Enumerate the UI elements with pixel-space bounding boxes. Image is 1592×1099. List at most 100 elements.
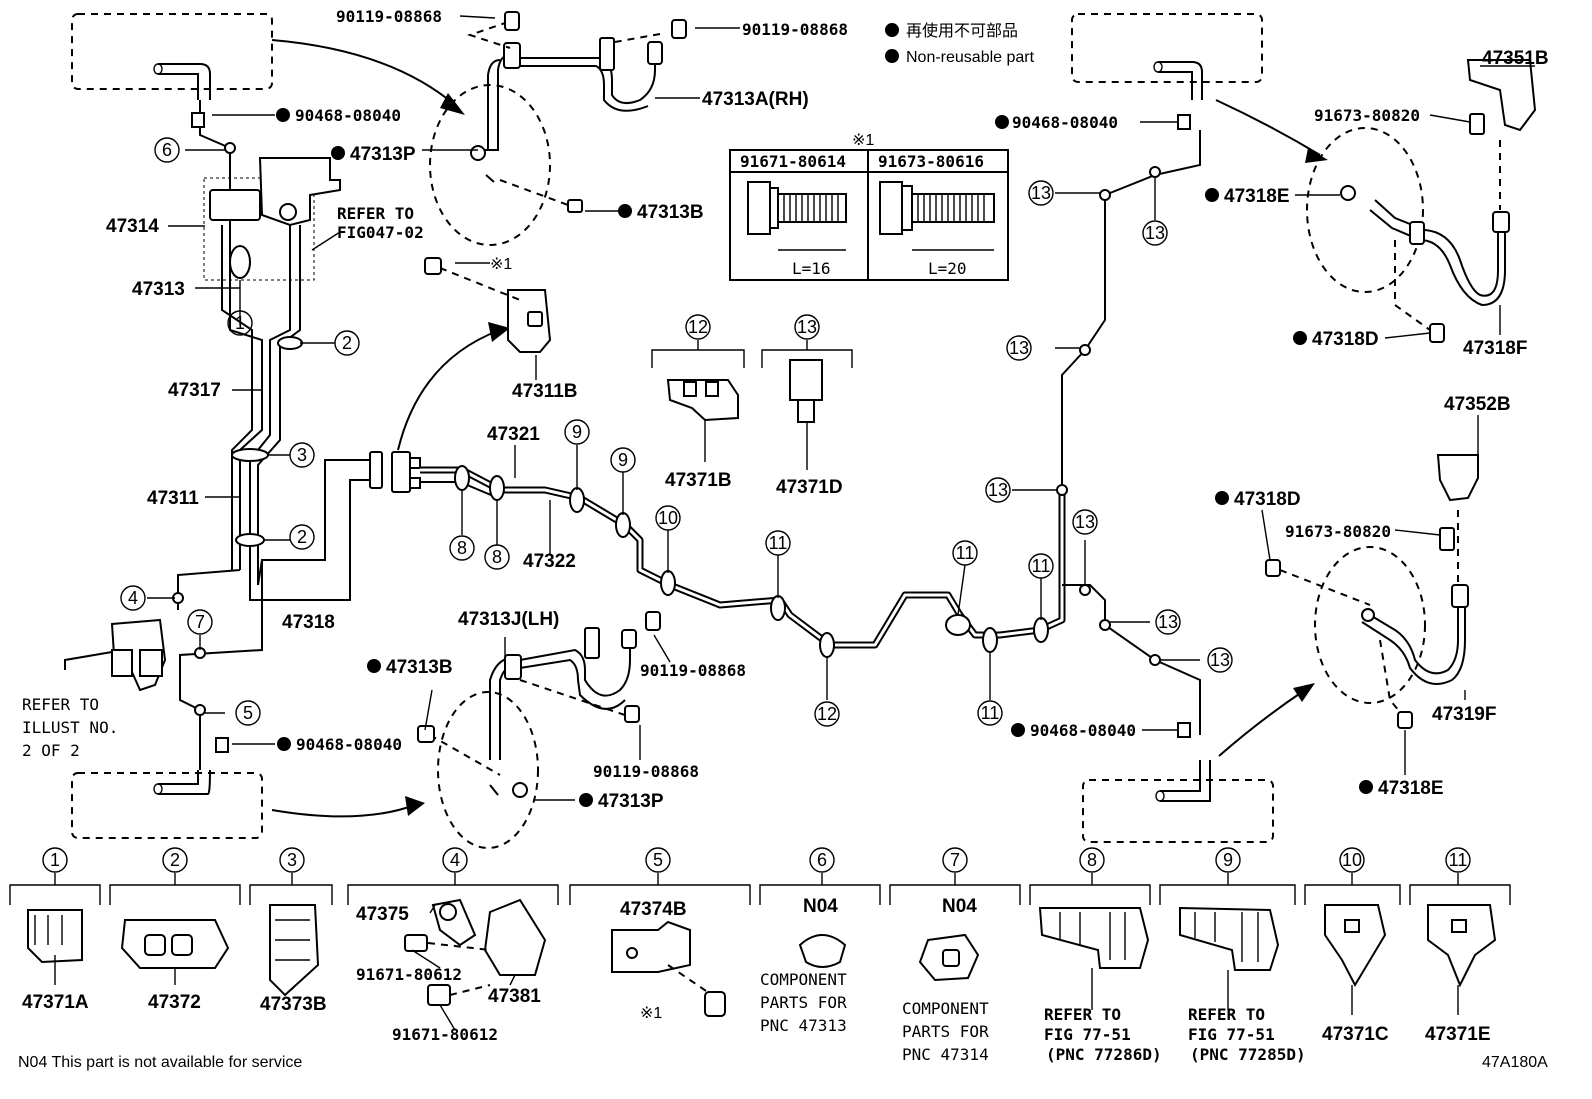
svg-text:47318D: 47318D bbox=[1234, 489, 1301, 510]
svg-text:11: 11 bbox=[956, 543, 975, 563]
rear-brake-pipe bbox=[420, 130, 1201, 735]
svg-text:5: 5 bbox=[653, 850, 663, 870]
bullet-47313p-bot: 47313P bbox=[579, 791, 664, 812]
svg-text:1: 1 bbox=[50, 850, 60, 870]
svg-text:47318E: 47318E bbox=[1378, 778, 1444, 799]
bullet-90468-tl: 90468-08040 bbox=[276, 106, 401, 125]
bullet-47318d-top: 47318D bbox=[1293, 329, 1379, 350]
callout-5: 5 bbox=[235, 700, 261, 726]
svg-text:47313B: 47313B bbox=[386, 657, 453, 678]
bottom-callout-8: 8 bbox=[1079, 847, 1105, 873]
svg-text:13: 13 bbox=[1158, 612, 1178, 632]
svg-text:8: 8 bbox=[457, 538, 467, 558]
bullet-47318e-top: 47318E bbox=[1205, 186, 1290, 207]
callout-9a: 9 bbox=[564, 419, 590, 445]
clamp-47371b bbox=[651, 340, 745, 462]
svg-text:N04: N04 bbox=[803, 896, 838, 917]
svg-text:13: 13 bbox=[1009, 338, 1029, 358]
callout-13f: 13 bbox=[1072, 509, 1098, 535]
svg-text:2 OF 2: 2 OF 2 bbox=[22, 741, 80, 760]
svg-text:47313: 47313 bbox=[132, 279, 185, 300]
callout-13b: 13 bbox=[1028, 180, 1054, 206]
callout-13d: 13 bbox=[1006, 335, 1032, 361]
svg-text:2: 2 bbox=[170, 850, 180, 870]
svg-text:90468-08040: 90468-08040 bbox=[295, 106, 401, 125]
svg-text:47373B: 47373B bbox=[260, 994, 327, 1015]
callout-11c: 11 bbox=[977, 700, 1003, 726]
svg-text:COMPONENT: COMPONENT bbox=[902, 999, 989, 1018]
svg-text:9: 9 bbox=[572, 422, 582, 442]
bottom-component-row bbox=[9, 873, 1511, 1017]
hose-assembly-lh-rear bbox=[1265, 454, 1479, 729]
callout-2b: 2 bbox=[289, 524, 315, 550]
svg-text:47313P: 47313P bbox=[598, 791, 664, 812]
svg-text:2: 2 bbox=[342, 333, 352, 353]
callout-11d: 11 bbox=[1028, 553, 1054, 579]
legend: 再使用不可部品 Non-reusable part bbox=[885, 22, 1035, 66]
svg-text:47318D: 47318D bbox=[1312, 329, 1379, 350]
svg-text:FIG047-02: FIG047-02 bbox=[337, 223, 424, 242]
svg-text:11: 11 bbox=[1449, 850, 1468, 870]
svg-text:47371A: 47371A bbox=[22, 992, 89, 1013]
svg-text:47318E: 47318E bbox=[1224, 186, 1290, 207]
svg-text:90468-08040: 90468-08040 bbox=[1030, 721, 1136, 740]
hose-assembly-rh-rear bbox=[1306, 59, 1537, 343]
svg-text:13: 13 bbox=[1031, 183, 1051, 203]
svg-text:47318F: 47318F bbox=[1463, 338, 1527, 359]
part-labels: 90119-08868 90119-08868 47313A(RH) 47313… bbox=[22, 7, 1549, 812]
svg-text:3: 3 bbox=[297, 445, 307, 465]
svg-text:47313P: 47313P bbox=[350, 144, 416, 165]
svg-text:47371E: 47371E bbox=[1425, 1024, 1491, 1045]
svg-text:47311: 47311 bbox=[147, 488, 199, 509]
front-brake-lines bbox=[64, 100, 1191, 770]
svg-text:再使用不可部品: 再使用不可部品 bbox=[906, 22, 1018, 40]
callout-3: 3 bbox=[289, 442, 315, 468]
svg-text:47372: 47372 bbox=[148, 992, 201, 1013]
svg-text:47321: 47321 bbox=[487, 424, 540, 445]
clamp-47371d bbox=[761, 340, 853, 470]
svg-text:FIG 77-51: FIG 77-51 bbox=[1188, 1025, 1275, 1044]
svg-text:5: 5 bbox=[243, 703, 253, 723]
bottom-callout-2: 2 bbox=[162, 847, 188, 873]
svg-text:Non-reusable part: Non-reusable part bbox=[906, 49, 1035, 66]
bottom-callout-1: 1 bbox=[42, 847, 68, 873]
svg-text:10: 10 bbox=[658, 508, 678, 528]
svg-text:91673-80616: 91673-80616 bbox=[878, 152, 984, 171]
svg-text:47322: 47322 bbox=[523, 551, 576, 572]
svg-text:91673-80820: 91673-80820 bbox=[1314, 106, 1420, 125]
svg-text:47371C: 47371C bbox=[1322, 1024, 1389, 1045]
svg-text:4: 4 bbox=[128, 588, 138, 608]
svg-text:8: 8 bbox=[492, 547, 502, 567]
svg-text:47313A(RH): 47313A(RH) bbox=[702, 89, 809, 110]
svg-text:47319F: 47319F bbox=[1432, 704, 1496, 725]
svg-text:1: 1 bbox=[235, 313, 245, 333]
svg-text:47313J(LH): 47313J(LH) bbox=[458, 609, 559, 630]
svg-text:※1: ※1 bbox=[640, 1005, 662, 1022]
hose-assembly-rh-front bbox=[429, 11, 687, 246]
bottom-row-labels: 1 47371A 2 47372 3 47373B 4 47375 91671-… bbox=[22, 847, 1491, 1064]
callout-12b: 12 bbox=[685, 314, 711, 340]
callout-10: 10 bbox=[655, 505, 681, 531]
callout-13h: 13 bbox=[1207, 647, 1233, 673]
svg-text:47A180A: 47A180A bbox=[1482, 1054, 1548, 1071]
housing-boxes bbox=[71, 13, 1274, 843]
svg-text:FIG 77-51: FIG 77-51 bbox=[1044, 1025, 1131, 1044]
svg-text:6: 6 bbox=[162, 140, 172, 160]
svg-text:3: 3 bbox=[287, 850, 297, 870]
junction-connector bbox=[369, 257, 552, 493]
svg-text:L=16: L=16 bbox=[792, 259, 831, 278]
svg-text:90468-08040: 90468-08040 bbox=[1012, 113, 1118, 132]
bullet-90468-bl: 90468-08040 bbox=[277, 735, 402, 754]
bullet-47318d-bot: 47318D bbox=[1215, 489, 1301, 510]
svg-text:47371D: 47371D bbox=[776, 477, 843, 498]
callout-9b: 9 bbox=[610, 447, 636, 473]
svg-text:90468-08040: 90468-08040 bbox=[296, 735, 402, 754]
svg-text:47351B: 47351B bbox=[1482, 48, 1549, 69]
svg-text:47317: 47317 bbox=[168, 380, 221, 401]
svg-text:REFER TO: REFER TO bbox=[1044, 1005, 1121, 1024]
svg-text:91671-80612: 91671-80612 bbox=[356, 965, 462, 984]
callout-13g: 13 bbox=[1155, 609, 1181, 635]
svg-text:※1: ※1 bbox=[490, 256, 512, 273]
svg-text:47352B: 47352B bbox=[1444, 394, 1511, 415]
svg-text:7: 7 bbox=[195, 612, 205, 632]
